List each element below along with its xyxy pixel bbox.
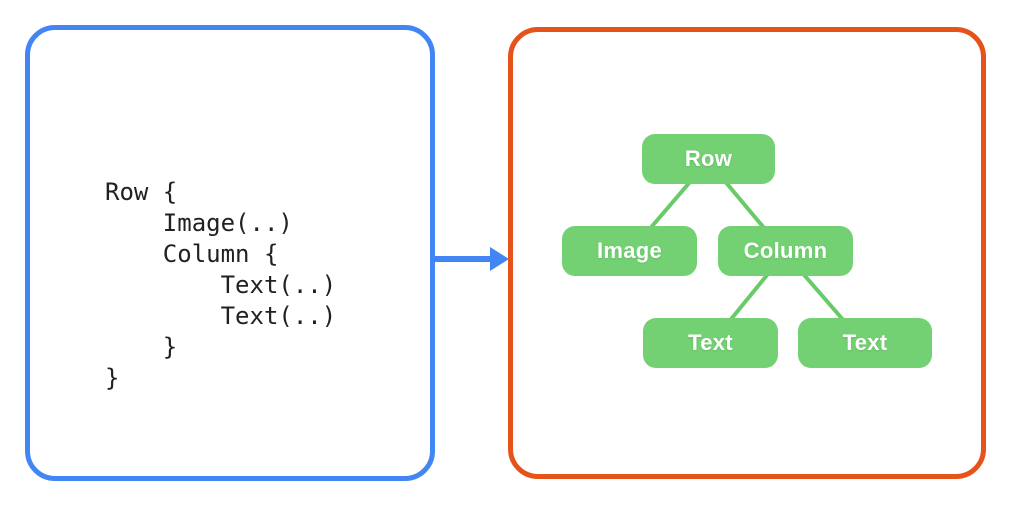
code-line: Image(..) — [105, 209, 293, 237]
tree-node-label: Image — [596, 238, 663, 263]
code-line: Text(..) — [105, 271, 337, 299]
tree-node-label: Text — [842, 330, 888, 355]
arrow-right-icon — [434, 247, 509, 271]
tree-node-image: Image — [562, 226, 697, 276]
tree-node-row: Row — [642, 134, 775, 184]
tree-node-label: Text — [688, 330, 733, 355]
code-line: Column { — [105, 240, 279, 268]
tree-node-text-2: Text — [798, 318, 932, 368]
tree-node-label: Row — [684, 146, 733, 171]
arrow-head — [490, 247, 509, 271]
code-line: Row { — [105, 178, 178, 206]
code-line: } — [105, 333, 178, 361]
code-panel — [25, 25, 435, 481]
code-line: Text(..) — [105, 302, 337, 330]
tree-node-label: Column — [743, 238, 828, 263]
code-block: Row { Image(..) Column { Text(..) Text(.… — [105, 177, 336, 394]
code-line: } — [105, 364, 120, 392]
tree-node-column: Column — [718, 226, 853, 276]
tree-node-text-1: Text — [643, 318, 778, 368]
